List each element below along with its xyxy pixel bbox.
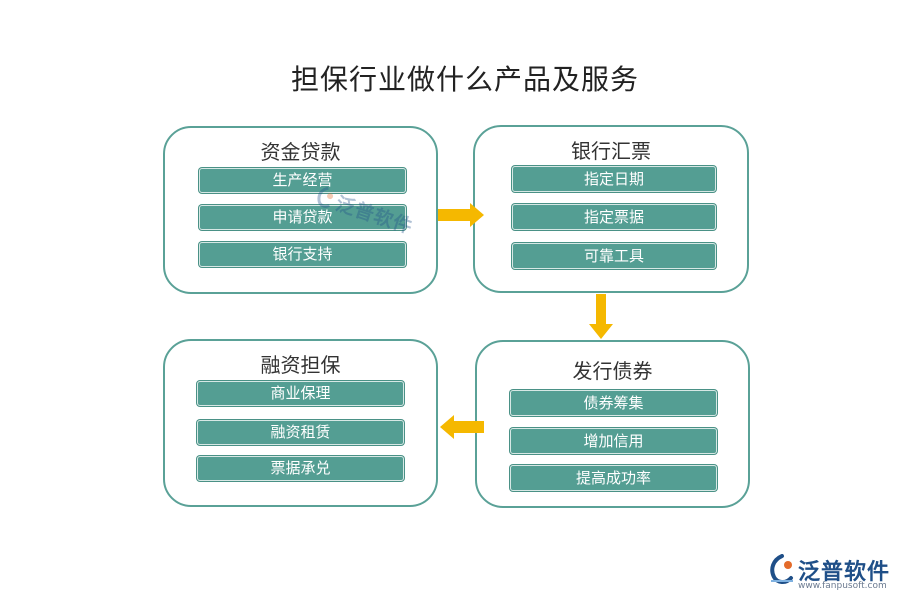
item-tigao-chenggonglv: 提高成功率: [510, 465, 717, 491]
arrow-left-icon: [440, 415, 484, 439]
arrow-right-icon: [438, 203, 484, 227]
box-title: 发行债券: [572, 359, 653, 383]
item-yinhang-zhichi: 银行支持: [199, 242, 406, 267]
box-title: 银行汇票: [571, 139, 651, 163]
item-rongzi-zulin: 融资租赁: [197, 420, 404, 445]
item-kekao-gongju: 可靠工具: [512, 243, 716, 269]
item-piaoju-chengdui: 票据承兑: [197, 456, 404, 481]
logo-name: 泛普软件: [798, 560, 891, 585]
logo-mark-icon: [770, 554, 793, 584]
item-zengjia-xinyong: 增加信用: [510, 428, 717, 454]
box-title: 融资担保: [260, 353, 341, 377]
item-zhaiquan-chouji: 债券筹集: [510, 390, 717, 416]
item-shangye-baoli: 商业保理: [197, 381, 404, 406]
item-zhiding-riqi: 指定日期: [512, 166, 716, 192]
brand-logo: 泛普软件 www.fanpusoft.com: [768, 552, 893, 596]
item-zhiding-piaoju: 指定票据: [512, 204, 716, 230]
diagram-title: 担保行业做什么产品及服务: [290, 63, 639, 96]
item-shenqing-daikuan: 申请贷款: [199, 205, 406, 230]
box-title: 资金贷款: [260, 140, 341, 164]
logo-url: www.fanpusoft.com: [798, 581, 887, 591]
box-yinhang-huipiao: 银行汇票 指定日期 指定票据 可靠工具: [473, 125, 749, 293]
arrow-down-icon: [589, 294, 613, 339]
box-zijin-daikuan: 资金贷款 生产经营 申请贷款 银行支持: [163, 126, 438, 294]
watermark: 泛普软件: [309, 178, 435, 253]
item-shengchan-jingying: 生产经营: [199, 168, 406, 193]
box-rongzi-danbao: 融资担保 商业保理 融资租赁 票据承兑: [163, 339, 438, 507]
logo-mark-icon: [317, 186, 334, 208]
box-faxing-zhaiquan: 发行债券 债券筹集 增加信用 提高成功率: [475, 340, 750, 508]
